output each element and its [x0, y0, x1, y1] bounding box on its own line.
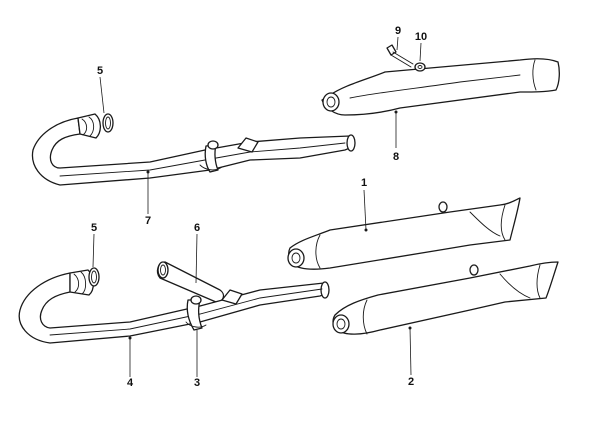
- part-5-gasket-lower[interactable]: [88, 267, 100, 287]
- callout-1: 1: [361, 177, 367, 189]
- callout-labels: 1 2 3 4 5 5 6 7 8 9 10: [91, 25, 427, 389]
- callout-10: 10: [415, 31, 427, 43]
- part-2-muffler[interactable]: [332, 261, 559, 335]
- part-9-bolt[interactable]: [386, 44, 414, 68]
- part-7-header-pipe[interactable]: [31, 113, 356, 186]
- callout-2: 2: [408, 376, 414, 388]
- leader-lines: [92, 36, 422, 377]
- part-1-muffler[interactable]: [287, 197, 521, 270]
- callout-7: 7: [145, 215, 151, 227]
- callout-5-lower: 5: [91, 222, 97, 234]
- callout-4: 4: [127, 377, 134, 389]
- part-4-header-pipe[interactable]: [18, 269, 330, 344]
- part-6-cross-pipe[interactable]: [156, 261, 225, 303]
- part-3-clamp[interactable]: [185, 295, 207, 331]
- part-8-muffler[interactable]: [321, 58, 560, 116]
- callout-5-upper: 5: [97, 65, 103, 77]
- callout-3: 3: [194, 377, 200, 389]
- part-7-bracket: [237, 137, 259, 153]
- part-4-bracket: [221, 289, 243, 305]
- callout-9: 9: [395, 25, 401, 37]
- part-10-washer[interactable]: [414, 62, 426, 72]
- part-5-gasket-upper[interactable]: [102, 113, 114, 133]
- callout-6: 6: [194, 222, 200, 234]
- callout-8: 8: [393, 151, 399, 163]
- part-7-clamp: [199, 140, 223, 173]
